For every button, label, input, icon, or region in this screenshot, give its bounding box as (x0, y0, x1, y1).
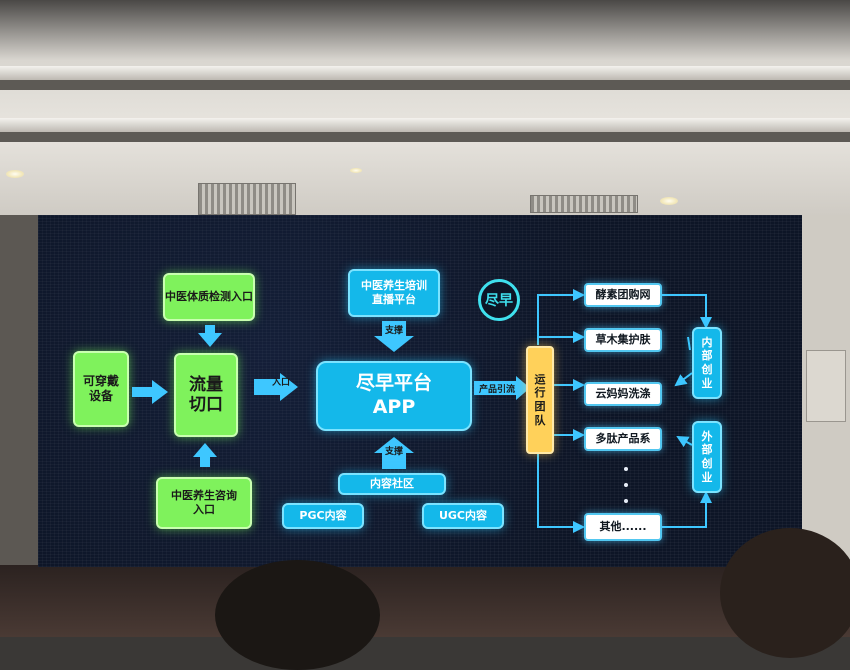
ellipsis-dot (624, 483, 628, 487)
tcm-constitution-test-entry: 中医体质检测入口 (163, 273, 255, 321)
support-label: 支撑 (384, 326, 403, 336)
ellipsis-dot (624, 499, 628, 503)
ugc-content-box: UGC内容 (422, 503, 504, 529)
tcm-training-live-platform: 中医养生培训直播平台 (348, 269, 440, 317)
entry-arrow-shaft (254, 379, 282, 395)
wearable-device-box: 可穿戴设备 (73, 351, 129, 427)
logo-text: 尽早 (485, 293, 513, 309)
arrow-shaft (382, 321, 406, 337)
left-wall (0, 215, 38, 565)
air-vent (198, 183, 296, 215)
connector-lines (537, 289, 712, 533)
traffic-arrow-shaft (474, 381, 518, 395)
audience-head (215, 560, 380, 670)
tcm-consultation-entry: 中医养生咨询入口 (156, 477, 252, 529)
product-item: 多肽产品系 (584, 427, 662, 451)
product-label: 其他...... (599, 520, 647, 534)
box-label: 可穿戴设备 (82, 374, 119, 403)
product-label: 酵素团购网 (595, 288, 651, 302)
box-label: 运行团队 (534, 372, 546, 427)
box-label: 中医养生培训直播平台 (361, 279, 427, 306)
product-label: 云妈妈洗涤 (595, 387, 651, 401)
product-item: 云妈妈洗涤 (584, 382, 662, 406)
external-startup-box: 外部创业 (692, 421, 722, 493)
box-label: UGC内容 (438, 509, 488, 523)
box-label: 外部创业 (701, 429, 713, 484)
down-arrow-icon (374, 336, 414, 352)
entry-label: 入口 (271, 378, 290, 388)
right-arrow-icon (152, 380, 168, 404)
air-vent (530, 195, 638, 213)
pgc-content-box: PGC内容 (282, 503, 364, 529)
jinzao-platform-app: 尽早平台 APP (316, 361, 472, 431)
product-item: 草木集护肤 (584, 328, 662, 352)
box-label: 流量切口 (189, 374, 223, 415)
box-label: 中医养生咨询入口 (171, 489, 237, 516)
ceiling (0, 0, 850, 215)
content-community-box: 内容社区 (338, 473, 446, 495)
right-arrow-icon (280, 373, 298, 401)
operations-team-box: 运行团队 (526, 346, 554, 454)
box-label: 内部创业 (701, 335, 713, 390)
traffic-entry-box: 流量切口 (174, 353, 238, 437)
product-item: 酵素团购网 (584, 283, 662, 307)
ellipsis-dot (624, 467, 628, 471)
arrow-shaft (382, 453, 406, 469)
down-arrow-icon (198, 333, 222, 347)
product-label: 草木集护肤 (595, 333, 651, 347)
arrow-shaft (132, 387, 154, 397)
internal-startup-box: 内部创业 (692, 327, 722, 399)
box-label: 内容社区 (370, 477, 414, 491)
product-item-other: 其他...... (584, 513, 662, 541)
ceiling-beam-shadow (0, 80, 850, 90)
arrow-shaft (200, 457, 210, 467)
ceiling-beam (0, 66, 850, 80)
main-title: 尽早平台 (355, 372, 432, 395)
up-arrow-icon (193, 443, 217, 457)
support-label: 支撑 (384, 447, 403, 457)
product-label: 多肽产品系 (595, 432, 651, 446)
projection-screen: 中医体质检测入口 流量切口 可穿戴设备 中医养生咨询入口 入口 中医养生培训直播… (38, 215, 802, 567)
up-arrow-icon (374, 437, 414, 453)
arrow-shaft (205, 325, 215, 335)
main-subtitle: APP (372, 396, 416, 418)
ceiling-light (6, 170, 24, 178)
box-label: PGC内容 (299, 509, 347, 523)
stage (0, 565, 850, 637)
wall-panel (806, 350, 846, 422)
ceiling-light (350, 168, 362, 173)
ceiling-light (660, 197, 678, 205)
box-label: 中医体质检测入口 (165, 290, 253, 304)
audience-head (720, 528, 850, 658)
ceiling-beam-shadow (0, 132, 850, 142)
traffic-label: 产品引流 (478, 385, 515, 395)
jinzao-logo-icon: 尽早 (478, 279, 520, 321)
ceiling-beam (0, 118, 850, 132)
